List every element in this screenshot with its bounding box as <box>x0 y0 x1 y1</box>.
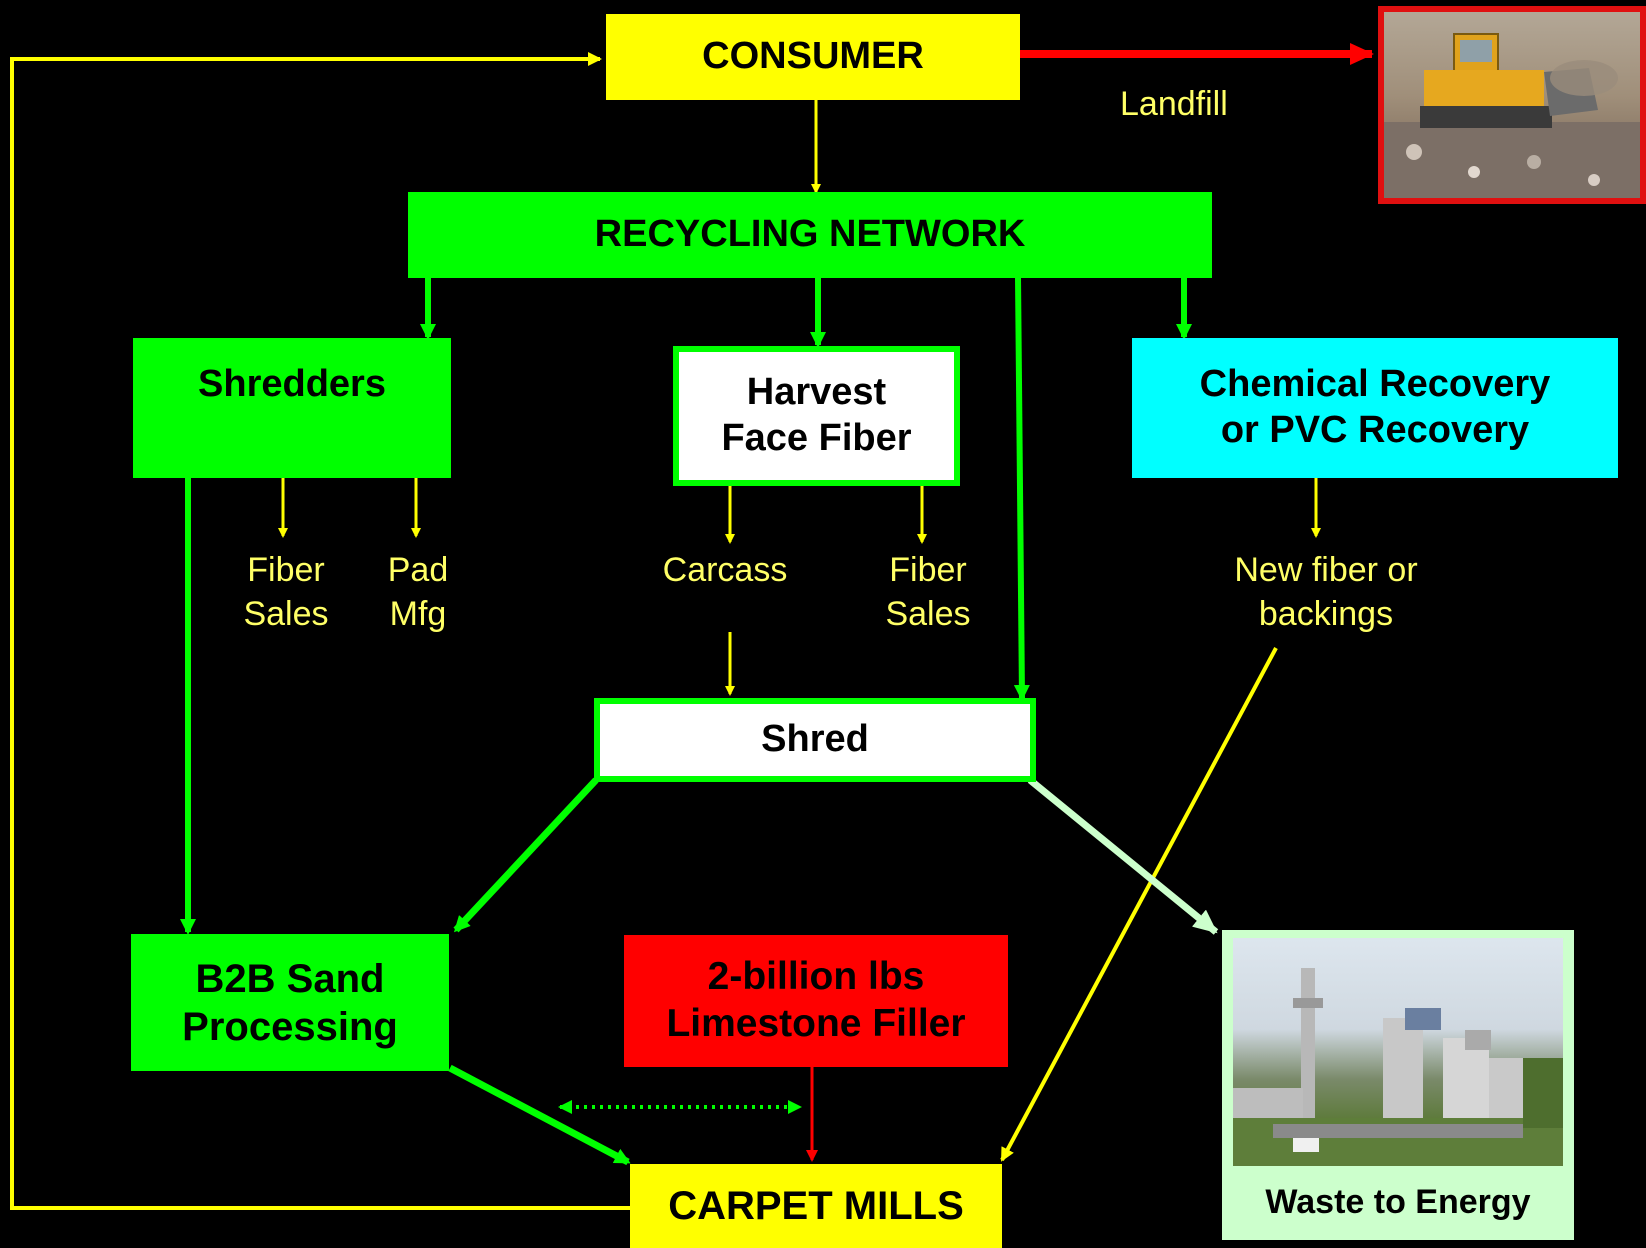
b2b-to-mills-arrow <box>448 1064 631 1166</box>
network-to-shred-arrow <box>1013 276 1030 701</box>
limestone-label-line1: 2-billion lbs <box>707 955 925 999</box>
shred-label: Shred <box>761 718 869 761</box>
b2b-label-line1: B2B Sand <box>195 956 385 1001</box>
energy-plant-icon <box>1233 968 1563 1166</box>
consumer-box: CONSUMER <box>606 14 1020 100</box>
carcass-label: Carcass <box>650 548 800 592</box>
bulldozer-icon <box>1384 33 1640 198</box>
consumer-label: CONSUMER <box>702 35 924 78</box>
pad-mfg-line2: Mfg <box>389 595 447 634</box>
b2b-sand-box: B2B Sand Processing <box>131 934 449 1071</box>
harvest-fiber-sales-label: Fiber Sales <box>878 548 978 636</box>
b2b-label-line2: Processing <box>182 1004 398 1049</box>
carpet-mills-label: CARPET MILLS <box>668 1184 964 1228</box>
pad-mfg-line1: Pad <box>387 551 449 589</box>
newfiber-to-mills-arrow <box>1000 647 1278 1162</box>
harvest-fiber-sales-line2: Sales <box>885 595 971 634</box>
new-fiber-label: New fiber or backings <box>1206 548 1446 636</box>
new-fiber-line2: backings <box>1258 595 1394 634</box>
carcass-text: Carcass <box>662 551 788 589</box>
fiber-sales-line2: Sales <box>243 595 329 634</box>
harvest-label-line1: Harvest <box>746 371 887 414</box>
waste-to-energy-box: Waste to Energy <box>1222 930 1574 1240</box>
shredders-fiber-sales-label: Fiber Sales <box>236 548 336 636</box>
shredders-box: Shredders <box>133 338 451 478</box>
shred-to-energy-arrow <box>1027 777 1219 935</box>
shredders-label: Shredders <box>198 363 386 405</box>
limestone-filler-box: 2-billion lbs Limestone Filler <box>624 935 1008 1067</box>
shred-to-b2b-arrow <box>453 777 599 933</box>
carpet-mills-box: CARPET MILLS <box>630 1164 1002 1248</box>
recycling-network-label: RECYCLING NETWORK <box>594 213 1026 256</box>
landfill-photo <box>1378 6 1646 204</box>
chemical-label-line2: or PVC Recovery <box>1220 409 1530 451</box>
chemical-recovery-box: Chemical Recovery or PVC Recovery <box>1132 338 1618 478</box>
energy-plant-photo <box>1233 938 1563 1166</box>
harvest-fiber-sales-line1: Fiber <box>889 551 967 589</box>
harvest-label-line2: Face Fiber <box>721 417 912 459</box>
limestone-label-line2: Limestone Filler <box>666 1002 966 1045</box>
shred-box: Shred <box>594 698 1036 782</box>
chemical-label-line1: Chemical Recovery <box>1199 363 1551 406</box>
harvest-face-fiber-box: Harvest Face Fiber <box>673 346 960 486</box>
landfill-text: Landfill <box>1120 85 1228 123</box>
new-fiber-line1: New fiber or <box>1234 551 1418 589</box>
pad-mfg-label: Pad Mfg <box>370 548 466 636</box>
waste-to-energy-label: Waste to Energy <box>1265 1183 1531 1221</box>
fiber-sales-line1: Fiber <box>247 551 325 589</box>
feedback-loop-arrow <box>10 52 630 1210</box>
recycling-network-box: RECYCLING NETWORK <box>408 192 1212 278</box>
landfill-label: Landfill <box>1120 82 1228 126</box>
